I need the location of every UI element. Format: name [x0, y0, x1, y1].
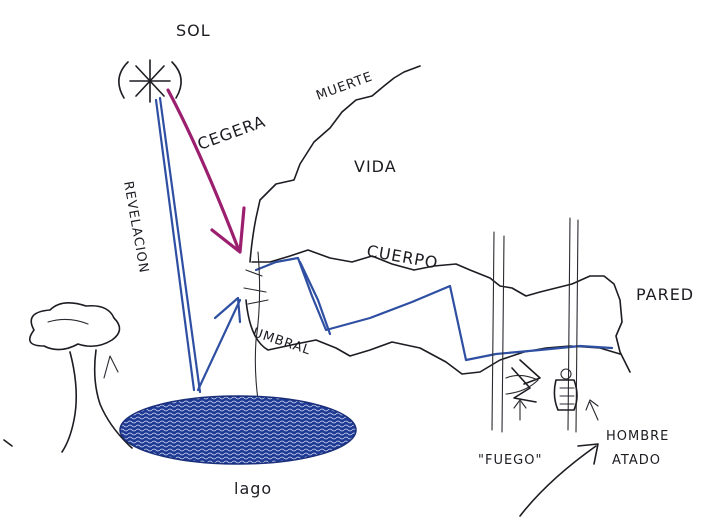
lake [120, 396, 356, 464]
tree-icon [4, 303, 132, 452]
ceguera-arrow [168, 90, 244, 252]
label-lago: lago [234, 479, 272, 498]
label-revelacion: REVELACION [120, 180, 151, 275]
label-ceguera: CEGERA [195, 112, 268, 154]
label-sol: SOL [176, 21, 211, 40]
label-umbral: UMBRAL [251, 326, 313, 359]
label-hombre: HOMBRE [606, 429, 669, 444]
wall-lines [492, 218, 578, 432]
label-vida: VIDA [354, 157, 397, 176]
label-cuerpo: CUERPO [365, 241, 440, 272]
cave-floor [246, 300, 620, 374]
label-pared: PARED [636, 285, 694, 304]
label-muerte: MUERTE [314, 69, 375, 103]
label-fuego: "FUEGO" [478, 453, 542, 468]
fire-icon [506, 360, 540, 402]
tied-man-icon [554, 369, 577, 410]
label-atado: ATADO [612, 453, 661, 468]
